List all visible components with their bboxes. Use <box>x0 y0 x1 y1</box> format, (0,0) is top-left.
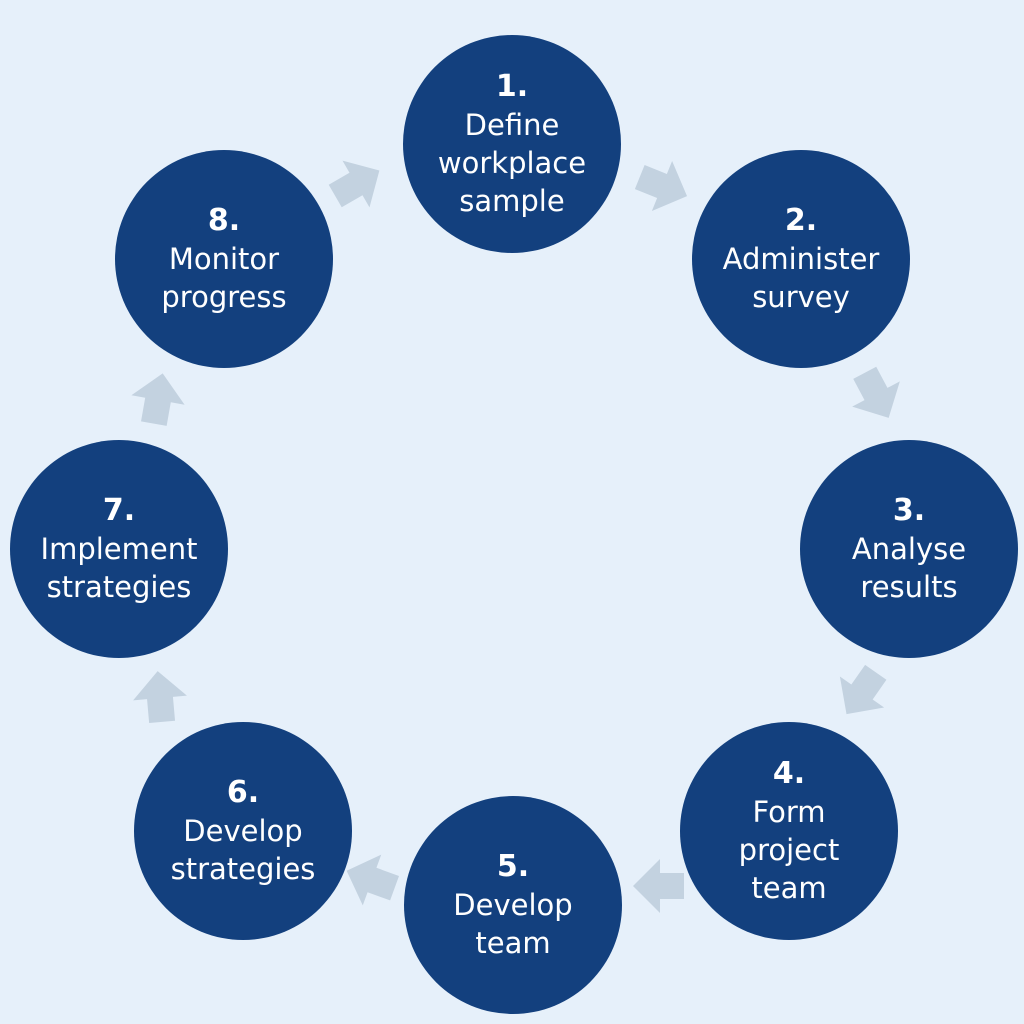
step-7-label: Implement strategies <box>40 532 198 604</box>
step-8-circle: 8. Monitor progress <box>115 150 333 368</box>
arrow-icon-4 <box>633 859 684 913</box>
step-6-number: 6. <box>226 775 260 810</box>
arrow-icon-3 <box>839 664 887 715</box>
step-4-number: 4. <box>772 756 806 791</box>
step-6-circle: 6. Develop strategies <box>134 722 352 940</box>
arrow-icon-2 <box>852 366 900 418</box>
step-7-circle: 7. Implement strategies <box>10 440 228 658</box>
step-2-label: Administer survey <box>722 242 880 314</box>
arrow-icon-8 <box>328 160 380 208</box>
arrow-icon-7 <box>131 373 185 426</box>
step-7-number: 7. <box>102 493 136 528</box>
step-2-circle: 2. Administer survey <box>692 150 910 368</box>
step-3-number: 3. <box>892 493 926 528</box>
step-5-circle: 5. Develop team <box>404 796 622 1014</box>
arrow-icon-6 <box>133 671 187 724</box>
step-1-circle: 1. Define workplace sample <box>403 35 621 253</box>
step-5-number: 5. <box>496 849 530 884</box>
step-8-number: 8. <box>207 203 241 238</box>
step-4-circle: 4. Form project team <box>680 722 898 940</box>
step-6-label: Develop strategies <box>170 814 316 886</box>
step-1-label: Define workplace sample <box>437 108 587 218</box>
arrow-icon-1 <box>634 160 688 212</box>
arrow-icon-5 <box>346 854 399 906</box>
step-3-label: Analyse results <box>851 532 967 604</box>
step-2-number: 2. <box>784 203 818 238</box>
step-1-number: 1. <box>495 69 529 104</box>
step-8-label: Monitor progress <box>161 242 287 314</box>
step-3-circle: 3. Analyse results <box>800 440 1018 658</box>
step-5-label: Develop team <box>453 888 573 960</box>
step-4-label: Form project team <box>738 795 840 905</box>
